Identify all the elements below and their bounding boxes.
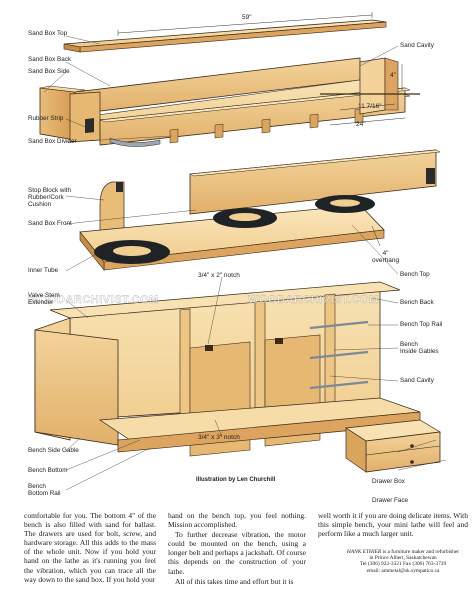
drawer-assembly [344,419,442,473]
exploded-bench-illustration [34,12,447,491]
article-paragraph: comfortable for you. The bottom 4" of th… [24,511,156,584]
dim-24-line [329,117,406,126]
article-column-2: hand on the bench top, you feel nothing.… [168,511,306,587]
dim-11-label: 11 7/16" [358,103,382,110]
author-line-4: email: ammetal@sk.sympatico.ca [366,567,440,574]
label-rubber-strip: Rubber Strip [28,115,64,122]
author-line-1: is a furniture maker and refurbisher [381,549,460,555]
bench-base [34,281,421,457]
dim-11-line [339,103,396,111]
dim-overhang-line [371,225,381,247]
stop-block [99,181,125,241]
watermark: WOODARCHIVIST.COM [28,294,159,306]
sand-box-assembly [39,57,420,147]
article-column-1: comfortable for you. The bottom 4" of th… [24,511,156,585]
sand-box-front-board [189,149,441,215]
author-name: HANK ETHIER [346,549,382,555]
label-sand-box-top: Sand Box Top [28,30,68,37]
notch-top-label: 3/4" x 2" notch [198,272,240,279]
label-drawer-box: Drawer Box [372,478,405,485]
label-bench-back: Bench Back [400,299,434,306]
sand-box-top-board [63,19,387,53]
label-sand-cavity-top: Sand Cavity [400,42,434,49]
dim-24-label: 24" [356,121,366,128]
label-bench-inside-gables: Bench Inside Gables [400,341,439,355]
author-line-3: Tel (306) 922-3321 Fax (306) 763-3739 [359,561,447,568]
dim-4-label: 4" [390,72,396,79]
article-paragraph: All of this takes time and effort but it… [175,576,294,586]
dim-overhang-label: 4" overhang [372,250,400,264]
label-sand-box-front: Sand Box Front [28,220,72,227]
article-paragraph: hand on the bench top, you feel nothing.… [168,511,306,530]
dimension-59 [117,12,373,36]
article-column-3: well worth it if you are doing delicate … [318,511,468,539]
label-valve-stem: Valve Stem Extender [28,292,60,306]
label-bench-bottom: Bench Bottom [28,467,68,474]
label-bench-bottom-rail: Bench Bottom Rail [28,483,61,497]
label-drawer-face: Drawer Face [372,497,409,504]
illustration-credit: Illustration by Len Churchill [196,477,276,483]
dim-59-label: 59" [242,14,252,21]
label-sand-box-divider: Sand Box Divider [28,138,77,145]
label-sand-cavity-bottom: Sand Cavity [400,377,434,384]
article-paragraph: well worth it if you are doing delicate … [318,511,468,539]
bench-diagram: WOODARCHIVIST.COM WOODARCHIVIST.COM Sand… [28,12,447,504]
watermark: WOODARCHIVIST.COM [248,294,379,306]
label-sand-box-side: Sand Box Side [28,68,70,75]
label-stop-block: Stop Block with Rubber/Cork Cushion [28,187,72,208]
label-bench-top-rail: Bench Top Rail [400,321,443,328]
label-inner-tube: Inner Tube [28,267,59,274]
article-paragraph: To further decrease vibration, the motor… [168,530,306,576]
author-line-2: in Prince Albert, Saskatchewan [369,555,437,562]
label-bench-side-gable: Bench Side Gable [28,447,79,454]
label-sand-box-back: Sand Box Back [28,56,72,63]
label-bench-top: Bench Top [400,271,430,278]
inner-tubes [94,195,375,264]
author-credit: HANK ETHIER is a furniture maker and ref… [335,549,471,574]
notch-bottom-label: 3/4" x 3" notch [198,434,240,441]
